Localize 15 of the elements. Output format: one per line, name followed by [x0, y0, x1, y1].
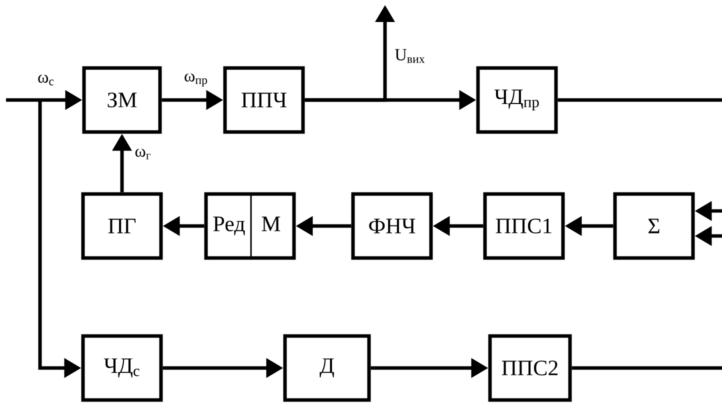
- block-box: ЗМ: [82, 66, 162, 134]
- block-box: ППС1: [483, 192, 565, 260]
- block-box: Ред М: [204, 192, 296, 260]
- edge-label: U$_{вих}$: [394, 48, 426, 64]
- edge-label: ω$_{пр}$: [183, 72, 210, 88]
- block-box: ФНЧ: [351, 192, 433, 260]
- block-box: ППЧ: [223, 66, 305, 134]
- block-box: Σ: [613, 192, 695, 260]
- edge-label: ω$_{г}$: [134, 148, 152, 160]
- block-box: ЧД$_{пр}$: [476, 66, 558, 134]
- block-box: ПГ: [81, 192, 163, 260]
- block-box: ЧД$_{с}$: [81, 334, 163, 402]
- block-box: Д: [283, 334, 371, 402]
- edge-label: ω$_{с}$: [36, 74, 56, 86]
- block-box: ППС2: [488, 334, 572, 402]
